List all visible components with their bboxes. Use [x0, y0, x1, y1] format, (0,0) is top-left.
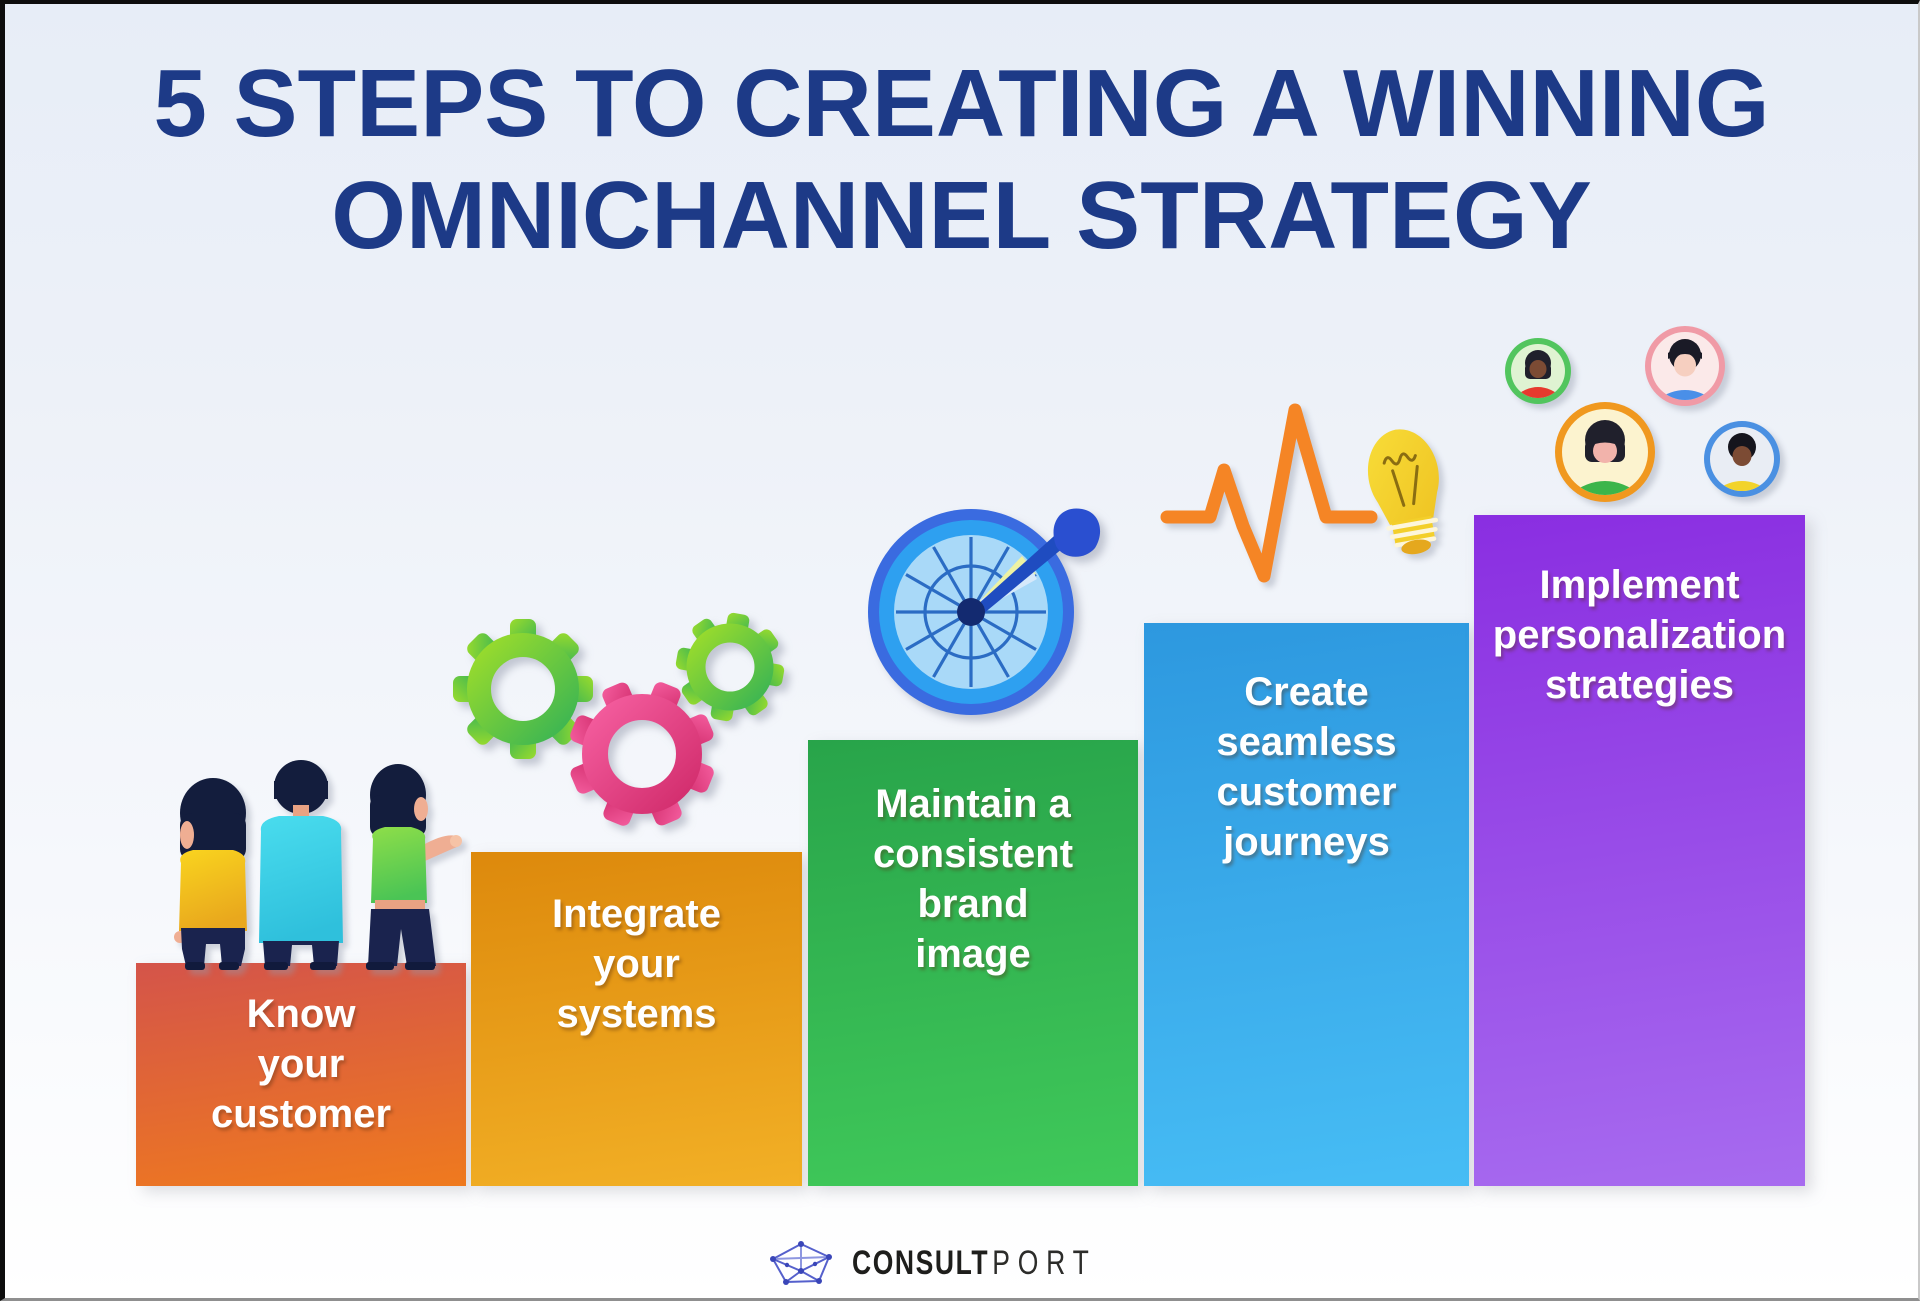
brand-port: PORT — [991, 1243, 1097, 1282]
gear-pink — [570, 682, 714, 826]
dartboard-hub — [957, 598, 985, 626]
page-title: 5 STEPS TO CREATING A WINNING OMNICHANNE… — [5, 48, 1918, 272]
step-bar-know-your-customer: Know your customer — [136, 963, 466, 1186]
dart-shaft — [976, 528, 1074, 614]
step-label: Integrate your systems — [552, 892, 721, 1036]
filament — [1382, 452, 1419, 507]
avatar-orange-ring — [1555, 402, 1655, 502]
three-customers-icon — [174, 760, 462, 970]
title-line-2: OMNICHANNEL STRATEGY — [331, 162, 1592, 269]
customer-avatars-icon — [1505, 326, 1780, 502]
gear-large-green — [453, 619, 593, 759]
avatar-green-ring — [1505, 338, 1571, 404]
pulse-line — [1160, 403, 1378, 583]
dartboard-dart-icon — [868, 508, 1101, 715]
customer-left — [174, 778, 247, 970]
step-bar-seamless-customer-journeys: Create seamless customer journeys — [1144, 623, 1469, 1186]
step-label: Know your customer — [210, 992, 392, 1136]
pulse-lightbulb-icon — [1160, 403, 1439, 583]
step-bar-integrate-your-systems: Integrate your systems — [471, 852, 802, 1186]
step-label: Implement personalization strategies — [1492, 563, 1787, 707]
customer-middle — [259, 760, 343, 970]
dart-flight — [1053, 508, 1101, 557]
step-bar-personalization-strategies: Implement personalization strategies — [1474, 515, 1805, 1186]
customer-right — [366, 764, 462, 970]
gears-icon — [453, 612, 785, 826]
title-line-1: 5 STEPS TO CREATING A WINNING — [153, 50, 1770, 157]
avatar-blue-ring — [1704, 421, 1780, 497]
lightbulb — [1367, 429, 1439, 555]
gear-small-green — [675, 612, 785, 722]
step-label: Maintain a consistent brand image — [872, 782, 1074, 976]
step-bar-maintain-brand-image: Maintain a consistent brand image — [808, 740, 1138, 1186]
avatar-pink-ring — [1645, 326, 1725, 406]
footer-brand: CONSULT PORT — [5, 1232, 1918, 1294]
paper-boat-logo-icon — [769, 1241, 832, 1285]
brand-wordmark: CONSULT PORT — [852, 1244, 1097, 1283]
brand-consult: CONSULT — [851, 1243, 989, 1282]
step-label: Create seamless customer journeys — [1216, 670, 1397, 864]
